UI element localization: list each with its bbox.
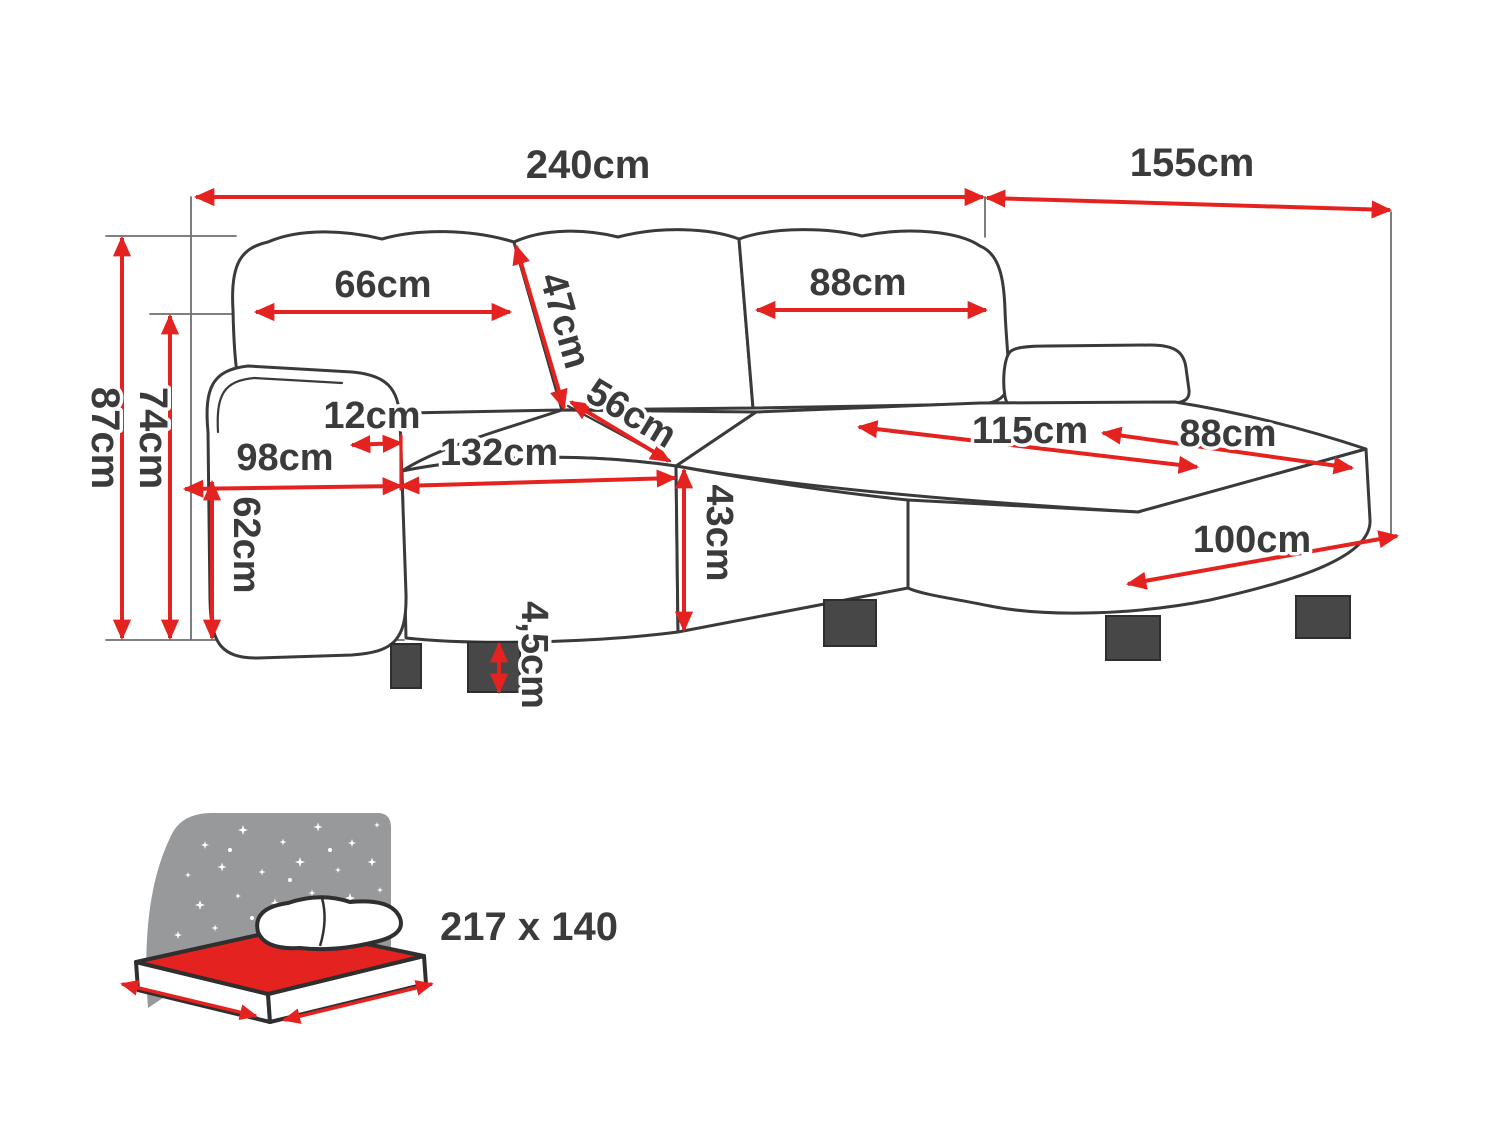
dim-label-total-width: 240cm: [526, 143, 651, 187]
dim-label-leg-height: 4,5cm: [513, 601, 555, 709]
dim-armrest-top: 12cm: [320, 392, 424, 491]
dim-label-back-cushion-right: 88cm: [809, 262, 906, 304]
dim-label-chaise-front: 100cm: [1193, 519, 1311, 561]
dim-label-chaise-length: 115cm: [972, 410, 1088, 452]
right-armrest: [1002, 343, 1191, 406]
dim-armrest-height: 62cm: [202, 479, 271, 641]
dim-front-left-depth: 98cm: [182, 434, 404, 498]
dim-label-armrest-height: 62cm: [225, 496, 267, 593]
dim-backrest-height: 74cm: [128, 313, 180, 641]
dim-leg-height: 4,5cm: [489, 598, 559, 712]
dim-back-cushion-right: 88cm: [754, 259, 989, 320]
leg-front-mid: [467, 641, 521, 693]
leg-center: [823, 599, 877, 647]
dim-label-front-left-depth: 98cm: [236, 437, 333, 479]
mattress-length-arrow: [282, 980, 434, 1024]
dim-seat-width: 132cm: [398, 429, 678, 495]
dim-label-back-cushion-left: 66cm: [334, 264, 431, 306]
leg-front-left: [390, 643, 422, 689]
leg-chaise-left: [1105, 615, 1161, 661]
back-cushion-middle: [512, 228, 755, 412]
dim-label-seat-width: 132cm: [440, 432, 558, 474]
dim-total-depth: 155cm: [984, 138, 1393, 219]
dim-chaise-width: 88cm: [1100, 410, 1355, 475]
dim-total-height: 87cm: [80, 235, 132, 641]
left-armrest-roll: [216, 376, 344, 434]
leg-chaise-right: [1295, 595, 1351, 639]
sleeping-area-label: 217 x 140: [440, 905, 618, 949]
dim-chaise-front: 100cm: [1125, 516, 1400, 590]
dim-label-chaise-width: 88cm: [1179, 413, 1276, 455]
dim-label-backrest-height: 74cm: [131, 387, 175, 489]
sleeping-area-icon: 217 x 140: [120, 813, 621, 1024]
back-cushion-right: [737, 228, 1011, 410]
pillow-fold: [318, 897, 326, 947]
mattress-width-arrow: [120, 980, 258, 1020]
dim-label-seat-height: 43cm: [698, 484, 740, 581]
dim-label-total-depth: 155cm: [1130, 141, 1255, 185]
dim-label-armrest-top: 12cm: [323, 395, 420, 437]
dim-label-total-height: 87cm: [83, 387, 127, 489]
dim-seat-height: 43cm: [674, 467, 744, 633]
pillow: [255, 895, 403, 952]
dim-total-width: 240cm: [193, 140, 986, 207]
dim-back-cushion-left: 66cm: [253, 261, 513, 322]
